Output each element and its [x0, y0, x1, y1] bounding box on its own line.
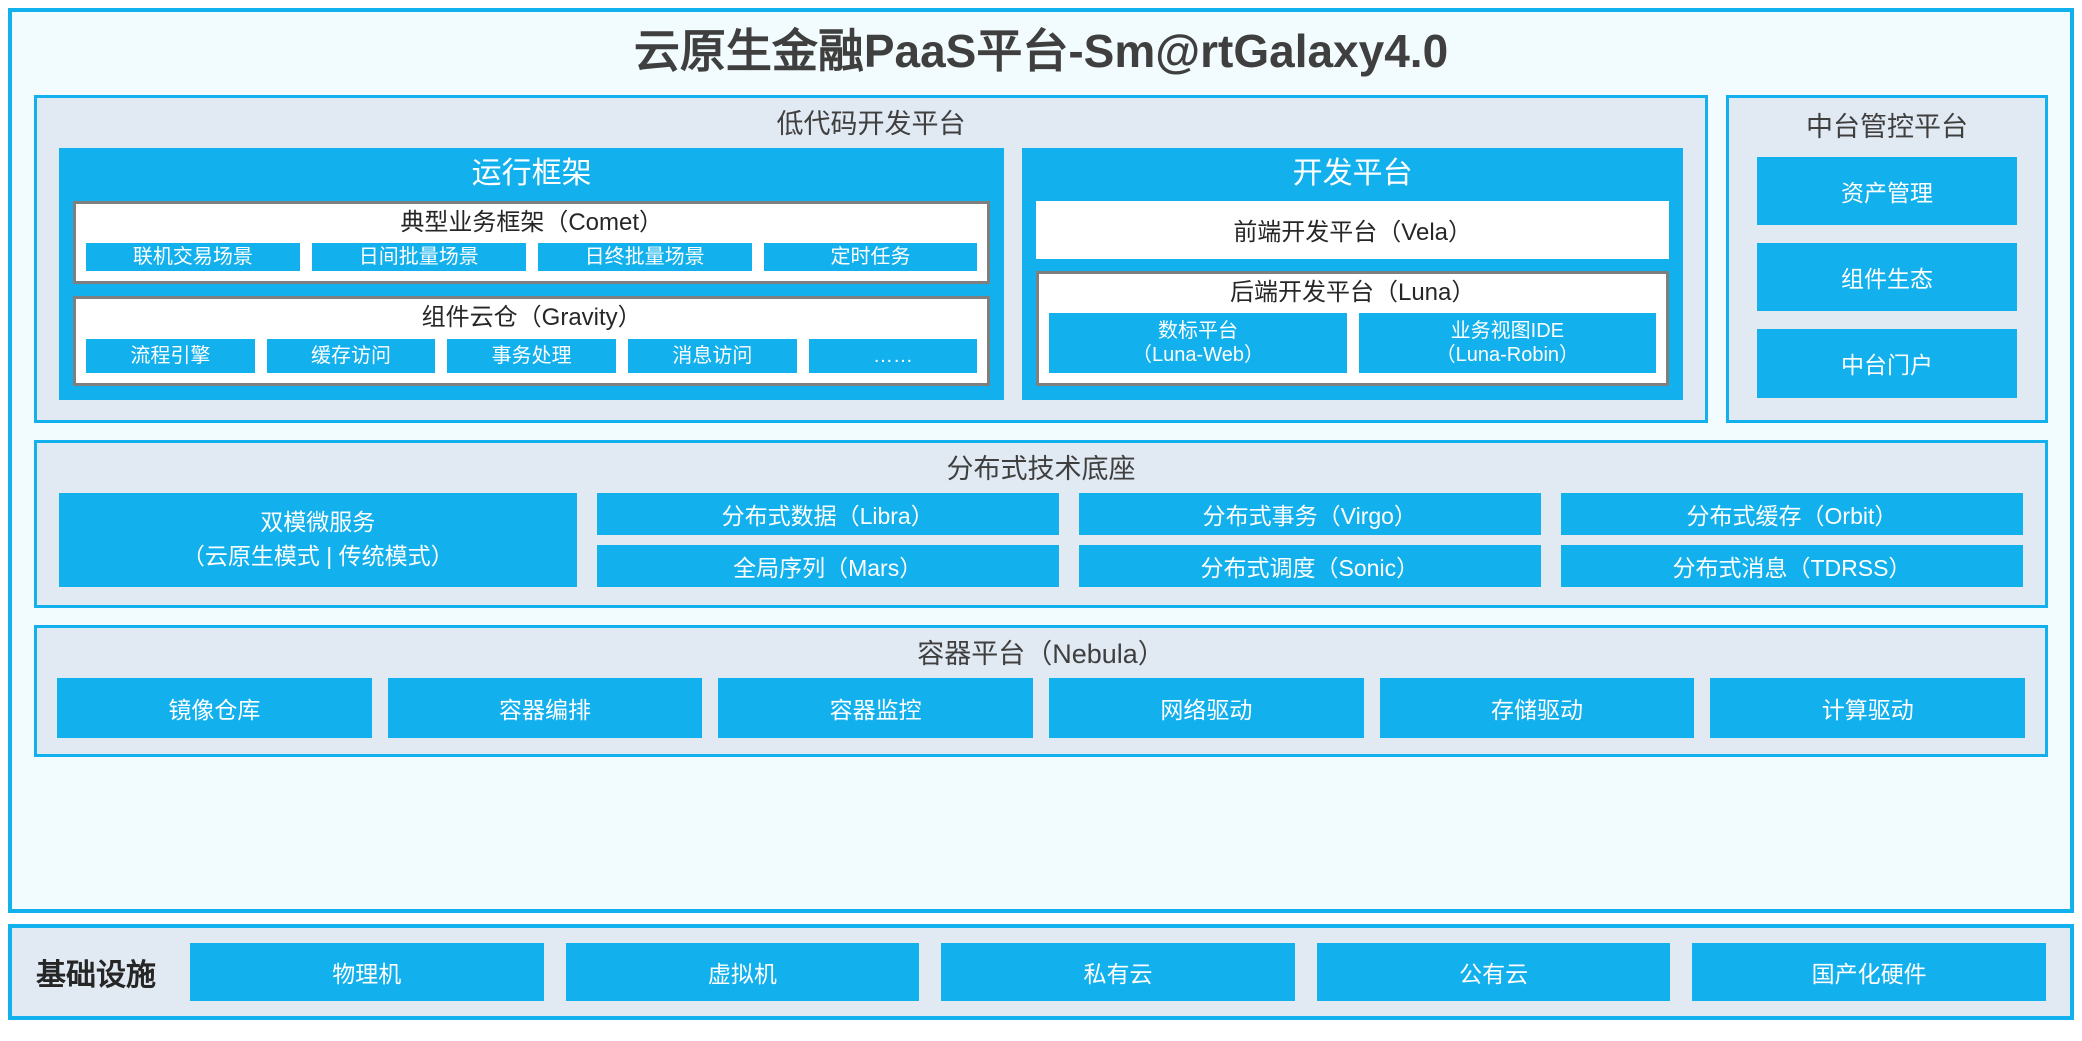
luna-item-luna-web[interactable]: 数标平台 （Luna-Web） — [1049, 313, 1347, 373]
container-item-storage-driver[interactable]: 存储驱动 — [1379, 677, 1695, 738]
gravity-chip-row: 流程引擎 缓存访问 事务处理 消息访问 …… — [86, 338, 978, 373]
container-item-compute-driver[interactable]: 计算驱动 — [1710, 677, 2026, 738]
backend-platform-luna-group: 后端开发平台（Luna） 数标平台 （Luna-Web） — [1036, 270, 1669, 386]
gravity-item-transaction[interactable]: 事务处理 — [447, 338, 617, 373]
luna-web-line1: 数标平台 — [1158, 319, 1238, 342]
comet-item-intraday-batch[interactable]: 日间批量场景 — [311, 243, 526, 272]
infrastructure-item-physical-machine[interactable]: 物理机 — [190, 943, 544, 1001]
luna-web-line2: （Luna-Web） — [1132, 343, 1264, 366]
luna-robin-line2: （Luna-Robin） — [1435, 343, 1580, 366]
comet-item-scheduled-task[interactable]: 定时任务 — [763, 243, 978, 272]
runtime-framework-title: 运行框架 — [471, 156, 592, 190]
container-platform-body: 镜像仓库 容器编排 容器监控 网络驱动 存储驱动 计算驱动 — [37, 677, 2045, 754]
luna-chip-row: 数标平台 （Luna-Web） 业务视图IDE （Luna-Robin） — [1049, 313, 1656, 373]
dist-column-1: 分布式数据（Libra） 全局序列（Mars） — [596, 492, 1059, 587]
gravity-group: 组件云仓（Gravity） 流程引擎 缓存访问 事务处理 消息访问 …… — [73, 296, 991, 386]
infrastructure-item-private-cloud[interactable]: 私有云 — [941, 943, 1295, 1001]
development-platform-box: 开发平台 前端开发平台（Vela） 后端开发平台（Luna） 数标平台 （Lun… — [1022, 147, 1683, 400]
container-item-network-driver[interactable]: 网络驱动 — [1049, 677, 1364, 738]
dist-item-sonic[interactable]: 分布式调度（Sonic） — [1078, 544, 1541, 587]
mid-office-control-panel: 中台管控平台 资产管理 组件生态 中台门户 — [1726, 94, 2048, 423]
page-title: 云原生金融PaaS平台-Sm@rtGalaxy4.0 — [633, 25, 1449, 77]
runtime-framework-box: 运行框架 典型业务框架（Comet） 联机交易场景 日间批量场景 日终批量场景 … — [59, 147, 1005, 400]
gravity-item-message-access[interactable]: 消息访问 — [628, 338, 797, 373]
container-item-monitoring[interactable]: 容器监控 — [718, 677, 1034, 738]
dist-item-virgo[interactable]: 分布式事务（Virgo） — [1078, 492, 1541, 535]
gravity-group-title: 组件云仓（Gravity） — [421, 304, 642, 332]
lowcode-platform-panel: 低代码开发平台 运行框架 典型业务框架（Comet） 联机交易场景 日间批量场景… — [34, 94, 1708, 423]
comet-chip-row: 联机交易场景 日间批量场景 日终批量场景 定时任务 — [86, 243, 978, 272]
mid-office-item-component-ecosystem[interactable]: 组件生态 — [1757, 242, 2017, 312]
mid-office-title: 中台管控平台 — [1806, 111, 1968, 142]
mid-office-item-portal[interactable]: 中台门户 — [1757, 329, 2017, 398]
comet-group-title: 典型业务框架（Comet） — [400, 208, 664, 236]
backend-platform-luna-title: 后端开发平台（Luna） — [1229, 278, 1476, 306]
dist-column-2: 分布式事务（Virgo） 分布式调度（Sonic） — [1078, 492, 1541, 587]
distributed-base-title: 分布式技术底座 — [946, 453, 1136, 484]
infrastructure-item-public-cloud[interactable]: 公有云 — [1316, 943, 1671, 1001]
infrastructure-label: 基础设施 — [36, 959, 156, 992]
top-row: 低代码开发平台 运行框架 典型业务框架（Comet） 联机交易场景 日间批量场景… — [34, 94, 2048, 423]
infrastructure-item-domestic-hardware[interactable]: 国产化硬件 — [1692, 943, 2046, 1001]
luna-robin-line1: 业务视图IDE — [1450, 319, 1564, 342]
infrastructure-bar: 基础设施 物理机 虚拟机 私有云 公有云 国产化硬件 — [8, 924, 2074, 1020]
dual-mode-line2: （云原生模式 | 传统模式） — [181, 542, 454, 569]
container-platform-panel: 容器平台（Nebula） 镜像仓库 容器编排 容器监控 网络驱动 存储驱动 计算… — [34, 624, 2048, 757]
gravity-item-process-engine[interactable]: 流程引擎 — [86, 338, 255, 373]
gravity-item-cache-access[interactable]: 缓存访问 — [266, 338, 436, 373]
luna-item-luna-robin[interactable]: 业务视图IDE （Luna-Robin） — [1358, 313, 1656, 373]
lowcode-platform-body: 运行框架 典型业务框架（Comet） 联机交易场景 日间批量场景 日终批量场景 … — [37, 147, 1705, 420]
frontend-platform-vela[interactable]: 前端开发平台（Vela） — [1036, 200, 1669, 259]
dist-item-libra[interactable]: 分布式数据（Libra） — [596, 492, 1059, 535]
dist-item-tdrss[interactable]: 分布式消息（TDRSS） — [1560, 544, 2024, 587]
dist-column-3: 分布式缓存（Orbit） 分布式消息（TDRSS） — [1560, 492, 2024, 587]
dist-item-orbit[interactable]: 分布式缓存（Orbit） — [1560, 492, 2024, 535]
distributed-base-body: 双模微服务 （云原生模式 | 传统模式） 分布式数据（Libra） 全局序列（M… — [37, 492, 2045, 605]
container-item-orchestration[interactable]: 容器编排 — [387, 677, 703, 738]
dist-item-mars[interactable]: 全局序列（Mars） — [596, 544, 1059, 587]
comet-group: 典型业务框架（Comet） 联机交易场景 日间批量场景 日终批量场景 定时任务 — [73, 200, 991, 285]
development-platform-title: 开发平台 — [1292, 156, 1413, 190]
dual-mode-line1: 双模微服务 — [260, 509, 376, 536]
comet-item-eod-batch[interactable]: 日终批量场景 — [537, 243, 752, 272]
dist-item-dual-mode-microservice[interactable]: 双模微服务 （云原生模式 | 传统模式） — [59, 492, 577, 587]
gravity-item-more-ellipsis[interactable]: …… — [808, 338, 978, 373]
container-item-image-registry[interactable]: 镜像仓库 — [57, 677, 372, 738]
platform-outer-frame: 云原生金融PaaS平台-Sm@rtGalaxy4.0 低代码开发平台 运行框架 … — [8, 8, 2074, 913]
comet-item-online-trade[interactable]: 联机交易场景 — [86, 243, 300, 272]
distributed-base-panel: 分布式技术底座 双模微服务 （云原生模式 | 传统模式） 分布式数据（Libra… — [34, 439, 2048, 608]
mid-office-item-asset-management[interactable]: 资产管理 — [1757, 156, 2017, 225]
lowcode-platform-title: 低代码开发平台 — [776, 108, 966, 139]
container-platform-title: 容器平台（Nebula） — [917, 638, 1165, 669]
infrastructure-item-virtual-machine[interactable]: 虚拟机 — [565, 943, 920, 1001]
